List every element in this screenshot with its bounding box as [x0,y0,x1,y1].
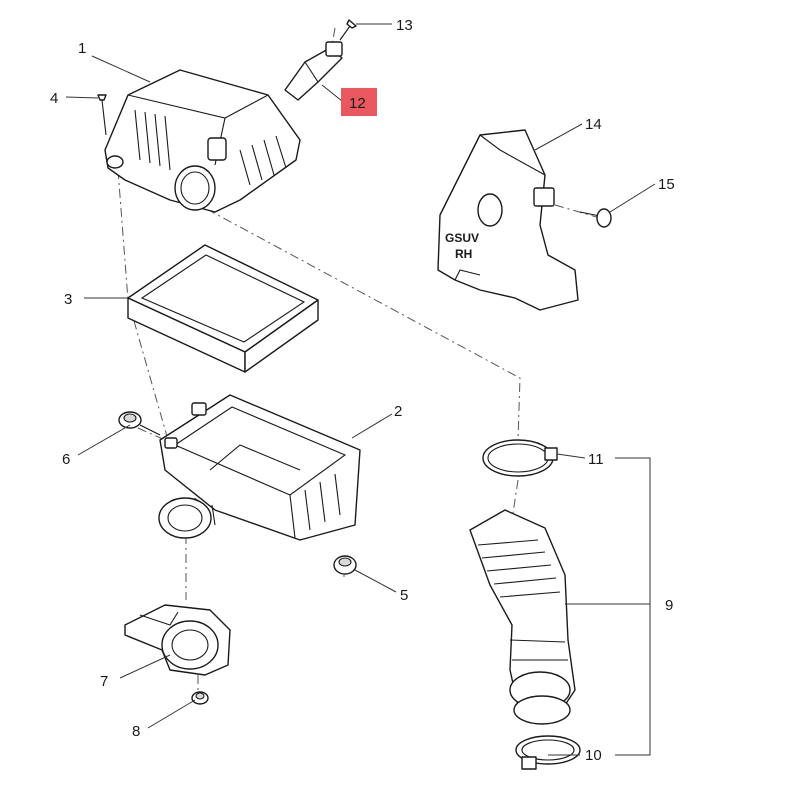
callout-12-highlight [341,88,377,116]
callout-15: 15 [658,176,675,193]
callout-14: 14 [585,116,602,133]
callout-4: 4 [50,90,58,107]
callout-7: 7 [100,673,108,690]
part-lower-housing [158,394,361,541]
callout-2: 2 [394,403,402,420]
part-screw-4 [97,94,107,136]
part-push-pin [579,208,612,228]
callout-9: 9 [665,597,673,614]
emboss-text-line2: RH [455,247,472,261]
callout-6: 6 [62,451,70,468]
callout-10: 10 [585,747,602,764]
part-hose-clamp-10 [515,735,581,770]
emboss-text-line1: GSUV [445,231,479,245]
part-grommet-5 [333,555,357,575]
part-hose-clamp-11 [482,439,558,477]
leader-lines [65,23,656,756]
callout-5: 5 [400,587,408,604]
callout-12: 12 [349,95,366,112]
callout-13: 13 [396,17,413,34]
callout-numbers: 1 4 3 2 6 5 7 8 13 12 14 15 11 9 10 [50,17,675,764]
part-screw-13 [339,19,357,41]
part-grommet-6 [118,411,161,436]
callout-8: 8 [132,723,140,740]
callout-11: 11 [588,451,604,468]
part-grommet-8 [191,691,209,705]
part-baffle: GSUV RH [437,129,579,311]
callout-3: 3 [64,291,72,308]
part-outlet-duct [469,509,576,725]
part-air-cleaner-cover [104,69,301,213]
part-sensor-12 [284,41,343,101]
callout-1: 1 [78,40,86,57]
part-filter-element [127,244,319,373]
part-mass-air-flow-sensor [124,604,231,676]
